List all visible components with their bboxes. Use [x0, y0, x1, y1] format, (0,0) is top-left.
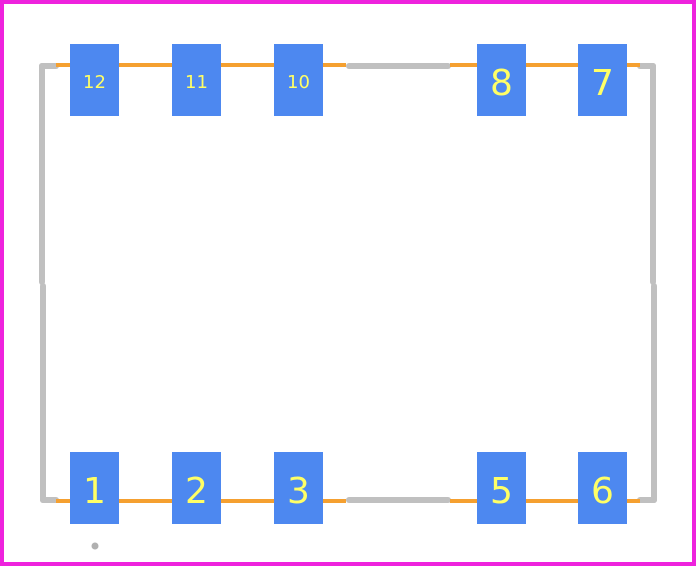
pad-5-label: 5 [490, 471, 513, 512]
pad-7[interactable]: 7 [578, 44, 627, 116]
traces [56, 63, 640, 503]
pads-top-row: 12 11 10 8 7 [70, 44, 627, 116]
pad-1-label: 1 [83, 471, 106, 512]
pads-bottom-row: 1 2 3 5 6 [70, 452, 627, 524]
pad-12-label: 12 [83, 72, 106, 93]
pad-7-label: 7 [591, 63, 614, 104]
pad-5[interactable]: 5 [477, 452, 526, 524]
pad-10[interactable]: 10 [274, 44, 323, 116]
pad-12[interactable]: 12 [70, 44, 119, 116]
pad-1-body [70, 452, 119, 524]
pad-8[interactable]: 8 [477, 44, 526, 116]
pad-11-label: 11 [185, 72, 208, 93]
pad-3-label: 3 [287, 471, 310, 512]
pad-1[interactable]: 1 [70, 452, 119, 524]
pad-12-body [70, 44, 119, 116]
pad-2-body [172, 452, 221, 524]
pad-10-body [274, 44, 323, 116]
pad-3-body [274, 452, 323, 524]
pin1-marker-dot [91, 542, 99, 550]
silkscreen-outline [39, 63, 657, 503]
pad-11-body [172, 44, 221, 116]
pad-8-body [477, 44, 526, 116]
pad-10-label: 10 [287, 72, 310, 93]
pad-11[interactable]: 11 [172, 44, 221, 116]
pad-2-label: 2 [185, 471, 208, 512]
pad-8-label: 8 [490, 63, 513, 104]
pad-2[interactable]: 2 [172, 452, 221, 524]
pad-6[interactable]: 6 [578, 452, 627, 524]
pad-7-body [578, 44, 627, 116]
pad-6-label: 6 [591, 471, 614, 512]
pad-3[interactable]: 3 [274, 452, 323, 524]
pad-6-body [578, 452, 627, 524]
pad-5-body [477, 452, 526, 524]
